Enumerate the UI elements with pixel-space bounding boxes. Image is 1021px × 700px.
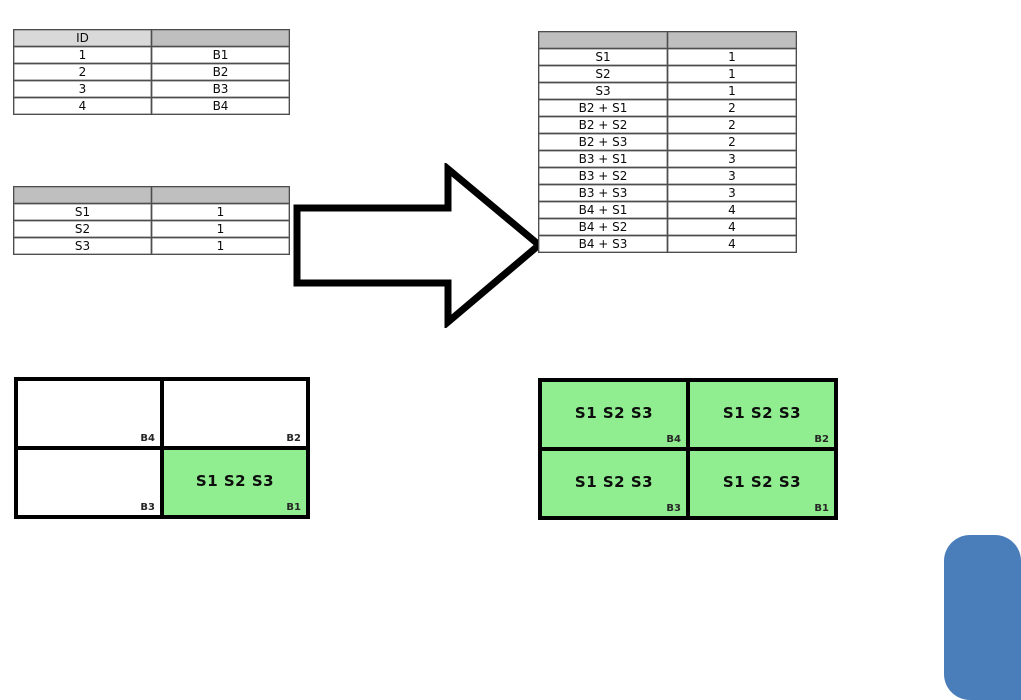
- table-cell: 1: [151, 203, 290, 221]
- grid-cell-b2: S1 S2 S3 B2: [690, 382, 834, 447]
- grid-cell-b1: S1 S2 S3 B1: [690, 451, 834, 516]
- table-cell: 1: [667, 48, 797, 66]
- table-header-row: ID: [13, 29, 290, 47]
- table-cell: B2 + S2: [538, 116, 668, 134]
- decorative-blue-shape: [944, 535, 1021, 700]
- table-cell: B3 + S2: [538, 167, 668, 185]
- table-header-cell: [13, 186, 152, 204]
- table-header-row: [13, 186, 290, 204]
- table-cell: S1: [538, 48, 668, 66]
- table-header-cell: [151, 186, 290, 204]
- table-cell: 3: [667, 150, 797, 168]
- table-cell: 4: [667, 218, 797, 236]
- table-cell: 2: [667, 99, 797, 117]
- table-header-cell: [538, 31, 668, 49]
- table-cell: B2 + S1: [538, 99, 668, 117]
- table-cell: S3: [538, 82, 668, 100]
- grid-cell-b4: B4: [18, 381, 160, 446]
- table-cell: B4 + S3: [538, 235, 668, 253]
- table-cell: 3: [667, 184, 797, 202]
- grid-cell-label: B2: [814, 434, 829, 445]
- table-cell: 1: [151, 220, 290, 238]
- table-cell: B2 + S3: [538, 133, 668, 151]
- grid-cell-content: S1 S2 S3: [722, 403, 802, 422]
- grid-cell-b2: B2: [164, 381, 306, 446]
- table-cell: 4: [13, 97, 152, 115]
- grid-cell-b4: S1 S2 S3 B4: [542, 382, 686, 447]
- table-cell: B3: [151, 80, 290, 98]
- grid-cell-label: B3: [140, 502, 155, 513]
- table-cell: 1: [13, 46, 152, 64]
- grid-cell-content: S1 S2 S3: [722, 472, 802, 491]
- grid-cell-label: B2: [286, 433, 301, 444]
- table-cell: 2: [667, 116, 797, 134]
- table-cell: 1: [667, 82, 797, 100]
- table-header-row: [538, 31, 797, 49]
- table-cell: 4: [667, 235, 797, 253]
- grid-cell-label: B1: [286, 502, 301, 513]
- table-cell: S2: [13, 220, 152, 238]
- table-cell: 1: [667, 65, 797, 83]
- grid-cell-label: B1: [814, 503, 829, 514]
- grid-cell-content: S1 S2 S3: [574, 403, 654, 422]
- table-cell: 2: [667, 133, 797, 151]
- table-cell: B4 + S2: [538, 218, 668, 236]
- grid-diagram-after: S1 S2 S3 B4 S1 S2 S3 B2 S1 S2 S3 B3 S1 S2 S3 B1: [538, 378, 838, 520]
- table-cell: 4: [667, 201, 797, 219]
- table-cell: S1: [13, 203, 152, 221]
- grid-cell-content: S1 S2 S3: [574, 472, 654, 491]
- table-cell: S3: [13, 237, 152, 255]
- grid-cell-label: B4: [666, 434, 681, 445]
- grid-cell-b1: S1 S2 S3 B1: [164, 450, 306, 515]
- right-arrow-icon: [293, 161, 545, 330]
- table-cell: 3: [667, 167, 797, 185]
- table-cell: B1: [151, 46, 290, 64]
- table-header-cell: ID: [13, 29, 152, 47]
- table-cell: 1: [151, 237, 290, 255]
- grid-cell-content: S1 S2 S3: [195, 471, 275, 490]
- table-cell: S2: [538, 65, 668, 83]
- table-cell: B3 + S1: [538, 150, 668, 168]
- table-cell: B3 + S3: [538, 184, 668, 202]
- table-cell: 2: [13, 63, 152, 81]
- grid-cell-b3: B3: [18, 450, 160, 515]
- table-cell: B2: [151, 63, 290, 81]
- table-cell: 3: [13, 80, 152, 98]
- grid-cell-b3: S1 S2 S3 B3: [542, 451, 686, 516]
- table-cell: B4 + S1: [538, 201, 668, 219]
- grid-cell-label: B3: [666, 503, 681, 514]
- table-cell: B4: [151, 97, 290, 115]
- grid-cell-label: B4: [140, 433, 155, 444]
- table-header-cell: [667, 31, 797, 49]
- table-header-cell: [151, 29, 290, 47]
